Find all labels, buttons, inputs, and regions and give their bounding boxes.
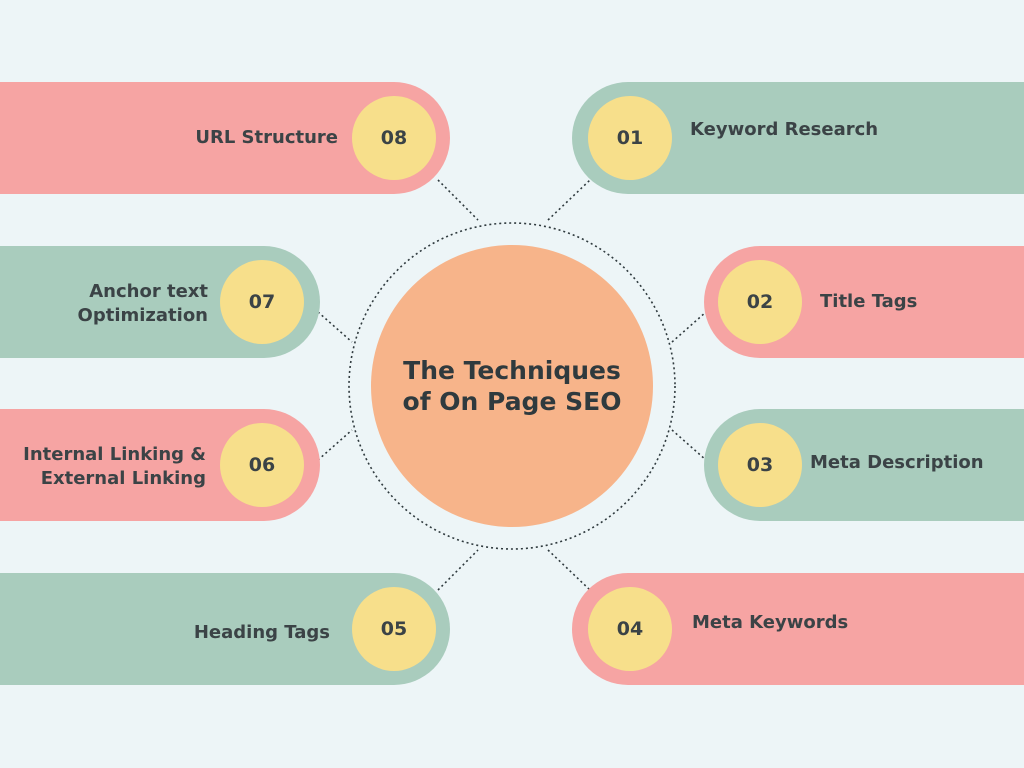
badge-05: 05	[352, 587, 436, 671]
pill-03: 03 Meta Description	[704, 409, 1024, 521]
connector-05	[437, 549, 479, 591]
badge-01: 01	[588, 96, 672, 180]
pill-08: URL Structure 08	[0, 82, 450, 194]
item-label-07: Anchor text Optimization	[77, 281, 208, 326]
badge-08: 08	[352, 96, 436, 180]
item-label-01: Keyword Research	[690, 119, 879, 140]
item-label-06: Internal Linking & External Linking	[23, 444, 206, 489]
item-label-04: Meta Keywords	[692, 612, 849, 633]
pill-05: Heading Tags 05	[0, 573, 450, 685]
connector-07	[317, 311, 353, 343]
item-label-08: URL Structure	[195, 127, 338, 148]
badge-07: 07	[220, 260, 304, 344]
connector-01	[547, 179, 591, 221]
badge-02: 02	[718, 260, 802, 344]
badge-04: 04	[588, 587, 672, 671]
item-label-05: Heading Tags	[193, 622, 330, 643]
connector-08	[437, 179, 479, 221]
pill-04: 04 Meta Keywords	[572, 573, 1024, 685]
connector-02	[671, 311, 707, 343]
connector-04	[547, 549, 591, 591]
badge-06: 06	[220, 423, 304, 507]
connector-03	[671, 429, 707, 461]
item-label-03: Meta Description	[810, 452, 984, 473]
pill-02: 02 Title Tags	[704, 246, 1024, 358]
pill-01: 01 Keyword Research	[572, 82, 1024, 194]
dotted-ring	[348, 222, 676, 550]
center-hub: The Techniques of On Page SEO	[371, 245, 653, 527]
item-label-02: Title Tags	[820, 291, 918, 312]
connector-06	[317, 429, 353, 461]
pill-07: Anchor text Optimization 07	[0, 246, 320, 358]
center-title: The Techniques of On Page SEO	[402, 356, 622, 416]
badge-03: 03	[718, 423, 802, 507]
pill-06: Internal Linking & External Linking 06	[0, 409, 320, 521]
